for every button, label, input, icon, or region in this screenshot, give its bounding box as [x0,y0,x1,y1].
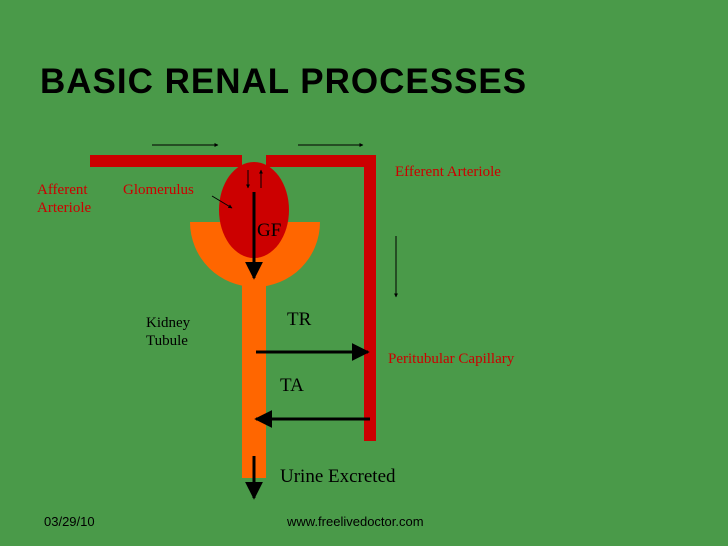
afferent-label-line2: Arteriole [37,200,92,216]
peritubular-capillary-label: Peritubular Capillary [388,351,515,367]
tr-label: TR [287,309,312,330]
slide-title: BASIC RENAL PROCESSES [40,62,528,101]
afferent-label-line1: Afferent [37,182,88,198]
efferent-arteriole-label: Efferent Arteriole [395,164,501,180]
afferent-arteriole-vessel [90,155,242,167]
urine-excreted-label: Urine Excreted [280,466,396,487]
ta-label: TA [280,375,304,396]
efferent-arteriole-vessel [266,155,376,167]
peritubular-capillary-vessel [364,155,376,441]
glomerulus-pointer [211,195,233,209]
kidney-label-line1: Kidney [146,315,191,331]
kidney-tubule-label: Kidney Tubule [146,314,190,350]
gf-label: GF [257,220,282,241]
footer-date: 03/29/10 [44,514,95,529]
footer-website[interactable]: www.freelivedoctor.com [287,514,424,529]
afferent-arteriole-label: Afferent Arteriole [37,181,91,217]
kidney-tubule [242,270,266,478]
kidney-label-line2: Tubule [146,333,188,349]
glomerulus-label: Glomerulus [123,182,194,198]
